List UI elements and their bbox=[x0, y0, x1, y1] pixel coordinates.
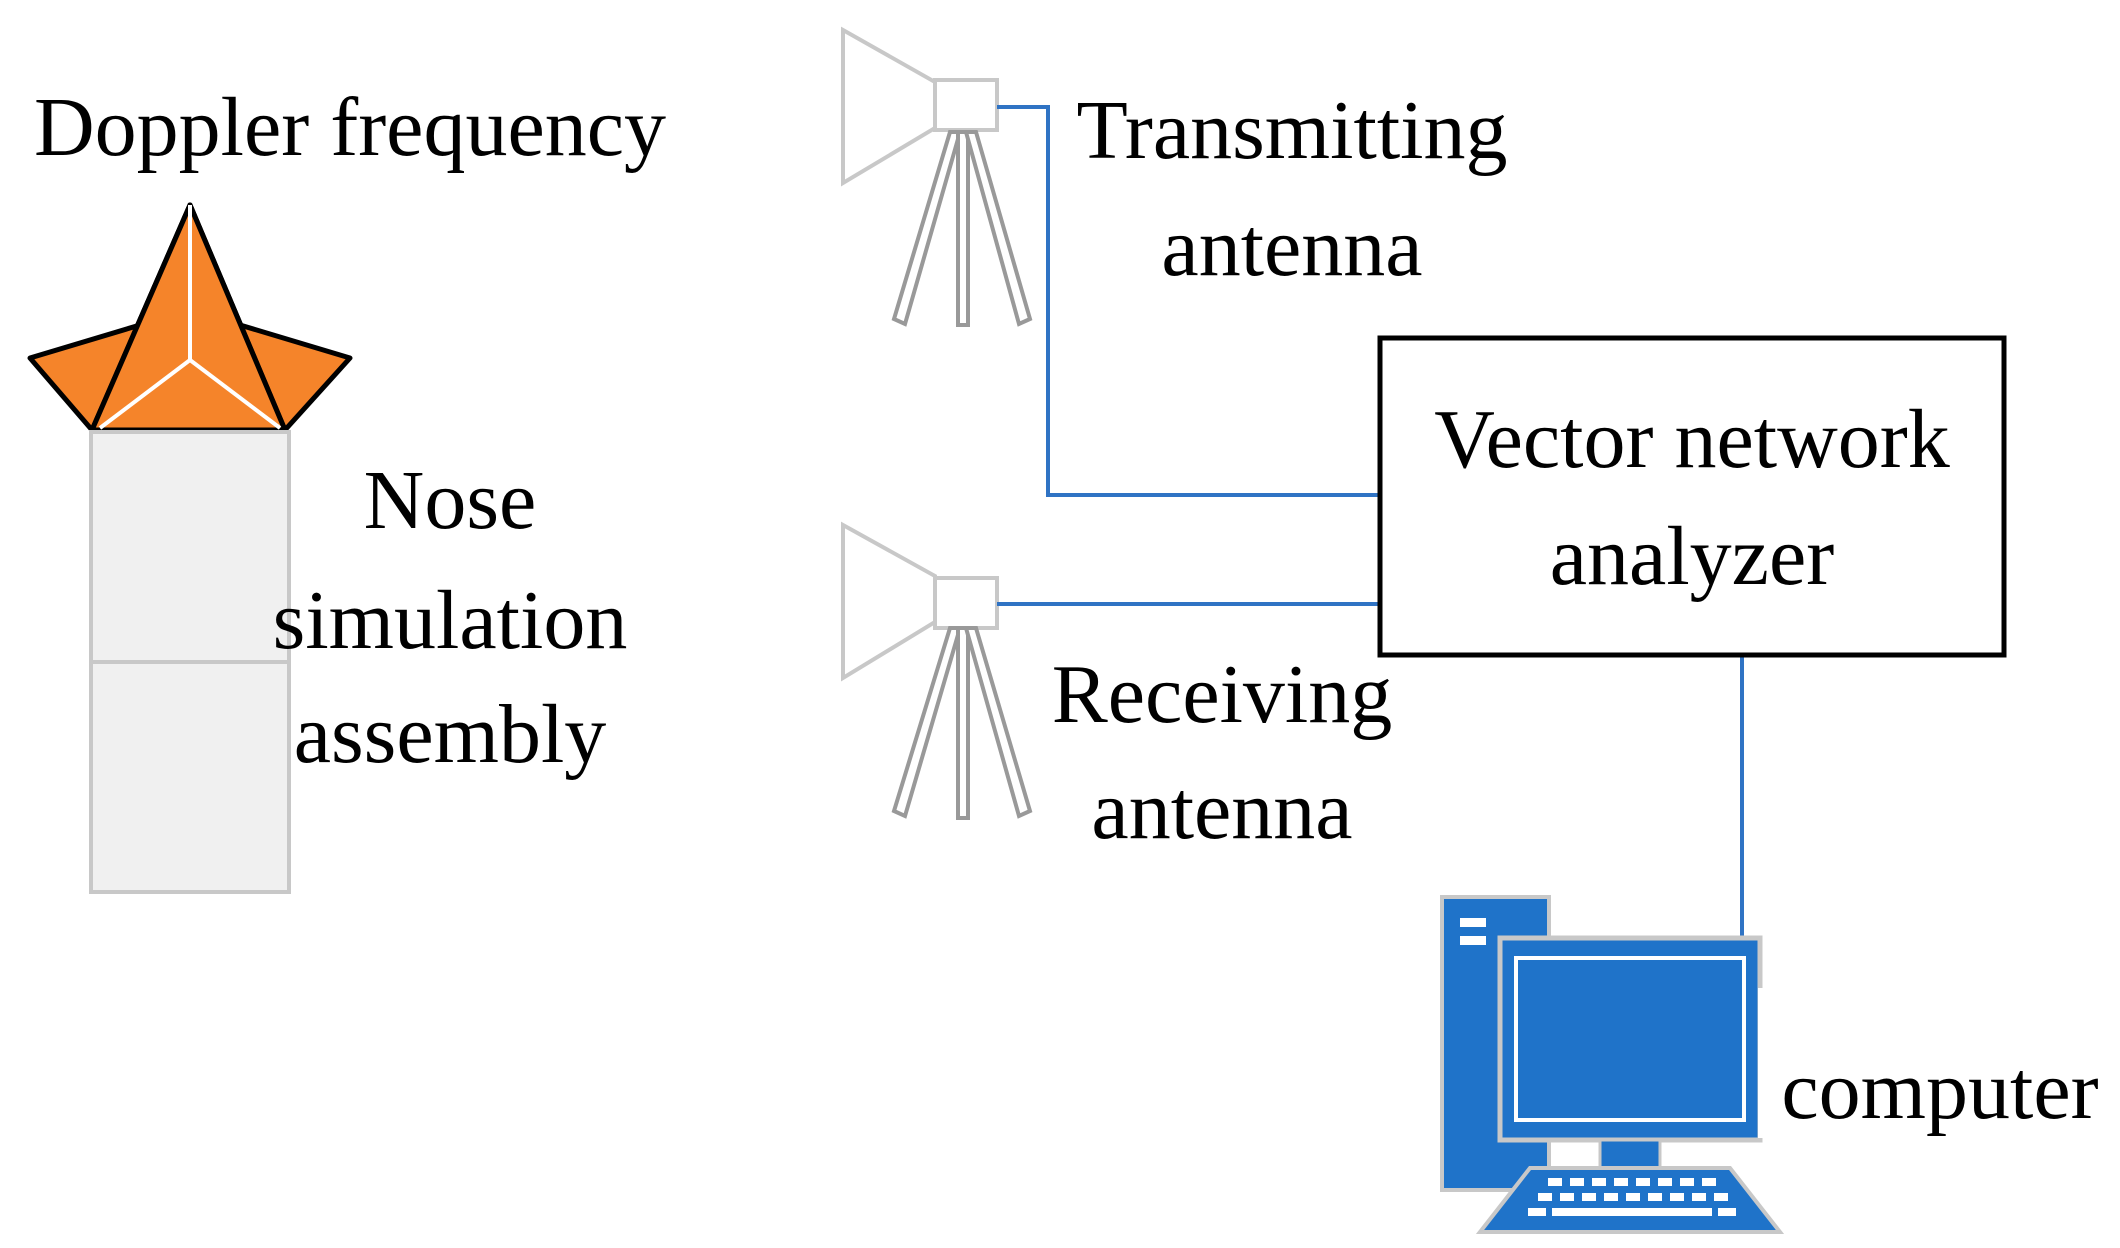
cables bbox=[997, 105, 1744, 940]
vna-label-line1: Vector network bbox=[1434, 393, 1949, 486]
nose-simulation-label-line3: assembly bbox=[294, 688, 607, 781]
transmitting-antenna-label-line1: Transmitting bbox=[1077, 84, 1508, 177]
receiving-antenna bbox=[841, 521, 1033, 820]
tripod-icon bbox=[891, 130, 1033, 327]
receiving-antenna-label-line1: Receiving bbox=[1052, 648, 1393, 741]
vector-network-analyzer-box bbox=[1377, 335, 2007, 658]
horn-antenna-icon bbox=[841, 521, 937, 682]
receiving-antenna-label-line2: antenna bbox=[1091, 764, 1352, 857]
nose-simulation-label-line1: Nose bbox=[364, 454, 537, 547]
tx-cable bbox=[997, 105, 1380, 497]
transmitting-antenna-label-line2: antenna bbox=[1161, 201, 1422, 294]
computer-icon bbox=[1440, 895, 1785, 1234]
tripod-icon bbox=[891, 626, 1033, 820]
nose-simulation-assembly bbox=[89, 430, 291, 894]
nose-simulation-label-line2: simulation bbox=[273, 574, 628, 667]
doppler-frequency-label: Doppler frequency bbox=[34, 81, 666, 174]
transmitting-antenna bbox=[841, 26, 1033, 327]
computer-label: computer bbox=[1781, 1044, 2098, 1137]
doppler-reflector-icon bbox=[27, 202, 353, 433]
horn-antenna-icon bbox=[841, 26, 937, 187]
vna-label-line2: analyzer bbox=[1550, 510, 1834, 603]
